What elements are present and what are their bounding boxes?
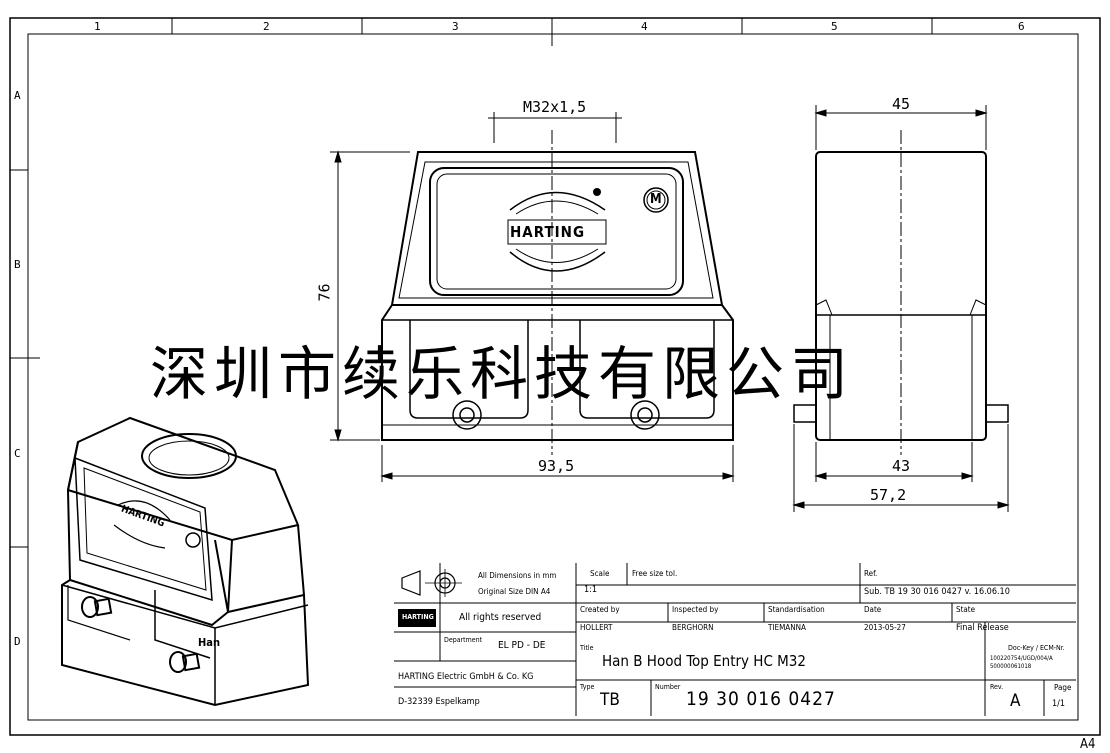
rights-note: All rights reserved [459, 612, 542, 623]
han-mark: Han [198, 636, 221, 649]
type-value: TB [600, 690, 620, 710]
sub-ref: Sub. TB 19 30 016 0427 v. 16.06.10 [864, 587, 1010, 597]
company-address: D-32339 Espelkamp [398, 697, 480, 707]
scale-value: 1:1 [584, 585, 598, 595]
page-value: 1/1 [1052, 699, 1066, 709]
grid-row-d: D [14, 635, 21, 648]
front-view [381, 151, 734, 441]
front-dimensions [330, 112, 735, 482]
drawing-title: Han B Hood Top Entry HC M32 [602, 652, 806, 670]
original-size: Original Size DIN A4 [478, 587, 551, 596]
page-label: Page [1054, 683, 1072, 692]
department-label: Department [444, 636, 483, 644]
inspected-by-label: Inspected by [672, 605, 719, 614]
rev-label: Rev. [990, 683, 1004, 691]
standardisation: TIEMANNA [768, 623, 806, 632]
date-value: 2013-05-27 [864, 623, 906, 632]
sheet-border [9, 17, 1101, 736]
department-value: EL PD - DE [498, 640, 546, 651]
free-size-tol: Free size tol. [632, 569, 678, 578]
doc-key-2: 500000061018 [990, 663, 1032, 670]
dim-thread: M32x1,5 [523, 98, 587, 116]
dim-depth-total: 57,2 [870, 486, 907, 504]
doc-key-label: Doc-Key / ECM-Nr. [1008, 644, 1065, 652]
iso-view [61, 416, 310, 707]
grid-row-c: C [14, 447, 21, 460]
created-by-label: Created by [580, 605, 620, 614]
dim-width-front: 93,5 [538, 457, 575, 475]
grid-col-3: 3 [452, 20, 459, 33]
ref-label: Ref. [864, 569, 878, 578]
company-name: HARTING Electric GmbH & Co. KG [398, 672, 534, 682]
rev-value: A [1010, 691, 1021, 711]
harting-mini-logo-bg [398, 609, 436, 627]
created-by: HOLLERT [580, 623, 613, 632]
dims-note: All Dimensions in mm [478, 571, 557, 580]
grid-col-4: 4 [641, 20, 648, 33]
company-watermark: 深圳市续乐科技有限公司 [150, 340, 855, 408]
state-label: State [956, 605, 976, 614]
m-mark: M [650, 192, 662, 207]
scale-label: Scale [590, 569, 610, 578]
grid-ticks [10, 18, 933, 548]
dim-height: 76 [315, 283, 334, 302]
harting-logo-front: HARTING [510, 223, 586, 241]
sheet-size: A4 [1080, 737, 1096, 752]
standardisation-label: Standardisation [768, 605, 825, 614]
dim-depth-top: 45 [892, 95, 911, 113]
dim-depth-inner: 43 [892, 457, 911, 475]
grid-col-5: 5 [831, 20, 838, 33]
state-value: Final Release [956, 623, 1009, 633]
grid-row-b: B [14, 258, 21, 271]
grid-col-1: 1 [94, 20, 101, 33]
harting-mini-logo: HARTING [402, 613, 434, 621]
title-block-grid [394, 563, 1076, 716]
doc-key-1: 100220754/UGD/004/A [990, 655, 1053, 662]
title-label: Title [580, 644, 594, 652]
number-label: Number [655, 683, 681, 691]
grid-col-2: 2 [263, 20, 270, 33]
side-dimensions [792, 105, 1010, 512]
type-label: Type [580, 683, 595, 691]
grid-col-6: 6 [1018, 20, 1025, 33]
number-value: 19 30 016 0427 [686, 688, 836, 710]
inspected-by: BERGHORN [672, 623, 714, 632]
grid-row-a: A [14, 89, 21, 102]
date-label: Date [864, 605, 882, 614]
inner-border [27, 33, 1079, 721]
logo-dot [593, 188, 601, 196]
